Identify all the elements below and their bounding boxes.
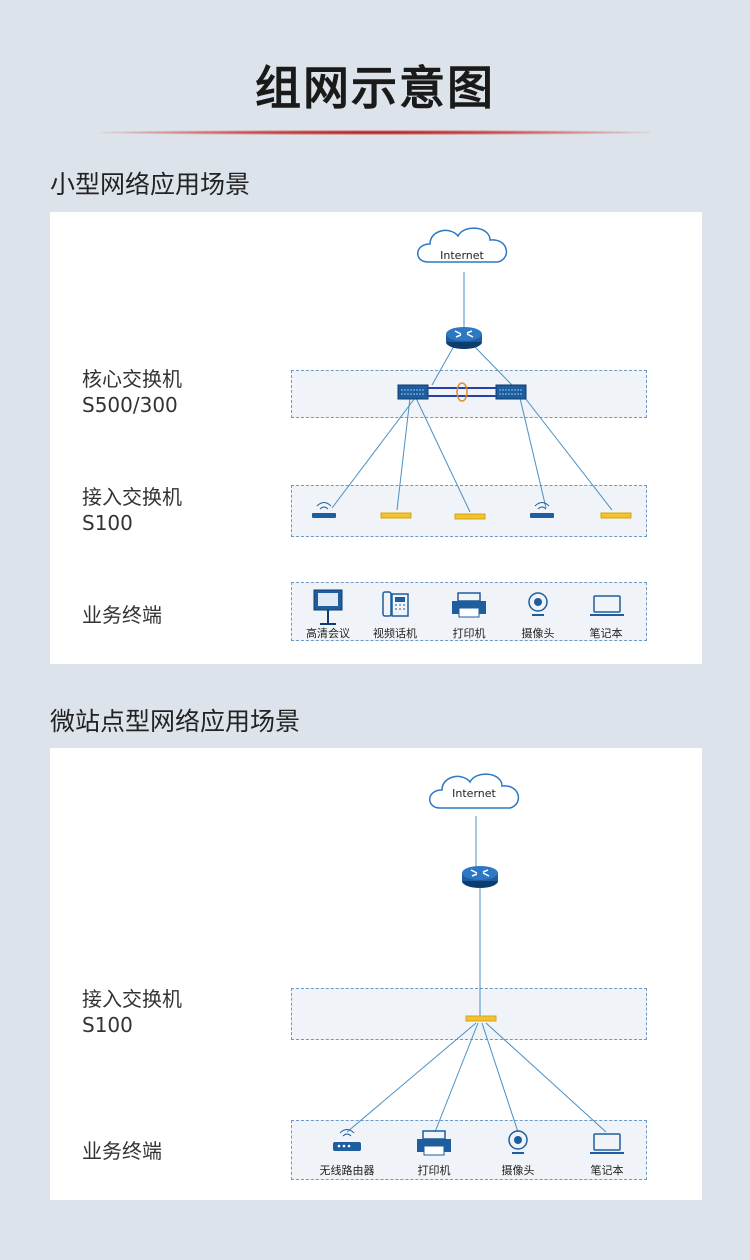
- terminal-label-printer: 打印机: [417, 1164, 451, 1177]
- internet-cloud-icon: [429, 773, 520, 809]
- wireless-router-icon: [333, 1129, 361, 1151]
- stack-link: [428, 382, 496, 402]
- cloud-label: Internet: [440, 249, 484, 262]
- links-small: [331, 272, 613, 513]
- access-switch-label-line1: 接入交换机: [82, 485, 182, 509]
- terminal-label-printer: 打印机: [452, 627, 486, 640]
- access-switch-icon: [380, 512, 412, 519]
- terminal-label-laptop: 笔记本: [590, 1164, 624, 1177]
- core-switch-label: 核心交换机 S500/300: [82, 366, 182, 418]
- wireless-ap-icon: [312, 502, 336, 518]
- terminal-label-video-phone: 视频话机: [373, 627, 417, 640]
- access-switch-label-micro-line1: 接入交换机: [82, 987, 182, 1011]
- printer-icon: [452, 592, 486, 618]
- core-switch-left: [397, 384, 429, 400]
- terminal-label-micro: 业务终端: [82, 1139, 162, 1163]
- core-switch-label-line2: S500/300: [82, 393, 178, 417]
- section-heading-small: 小型网络应用场景: [50, 170, 251, 199]
- page-title: 组网示意图: [255, 61, 495, 115]
- network-diagram-small: Internet: [312, 227, 632, 625]
- router-icon: [462, 866, 498, 888]
- diagram-panel-micro: Internet 接入交换机 S100: [50, 748, 702, 1200]
- core-switch-right: [495, 384, 527, 400]
- terminal-label-conference: 高清会议: [306, 627, 350, 640]
- laptop-icon: [590, 595, 624, 616]
- access-switch-icon: [454, 513, 486, 520]
- camera-icon: [528, 592, 548, 616]
- terminal-label-laptop: 笔记本: [589, 627, 623, 640]
- video-conference-icon: [313, 589, 343, 625]
- terminal-label: 业务终端: [82, 603, 162, 627]
- router-icon: [446, 327, 482, 349]
- access-switch-label-micro-line2: S100: [82, 1013, 133, 1037]
- title-divider: [100, 130, 650, 135]
- printer-icon: [417, 1130, 451, 1156]
- access-switch-icon: [465, 1015, 497, 1022]
- core-switch-zone: [291, 370, 647, 418]
- core-switch-label-line1: 核心交换机: [82, 367, 182, 391]
- diagram-panel-small: Internet: [50, 212, 702, 664]
- access-switch-label-micro: 接入交换机 S100: [82, 986, 182, 1038]
- access-switch-icon: [600, 512, 632, 519]
- terminal-label-wireless-router: 无线路由器: [319, 1164, 375, 1177]
- links-micro: [346, 816, 607, 1133]
- internet-cloud-icon: [417, 227, 508, 263]
- camera-icon: [508, 1130, 528, 1154]
- network-diagram-micro: Internet: [333, 773, 624, 1156]
- cloud-label-micro: Internet: [452, 787, 496, 800]
- access-switch-label: 接入交换机 S100: [82, 484, 182, 536]
- laptop-icon: [590, 1133, 624, 1154]
- section-heading-micro: 微站点型网络应用场景: [50, 707, 301, 736]
- wireless-ap-icon: [530, 502, 554, 518]
- terminal-label-camera: 摄像头: [501, 1164, 535, 1177]
- access-switch-zone-micro: [291, 988, 647, 1040]
- video-phone-icon: [382, 591, 409, 617]
- terminal-label-camera: 摄像头: [521, 627, 555, 640]
- access-switch-label-line2: S100: [82, 511, 133, 535]
